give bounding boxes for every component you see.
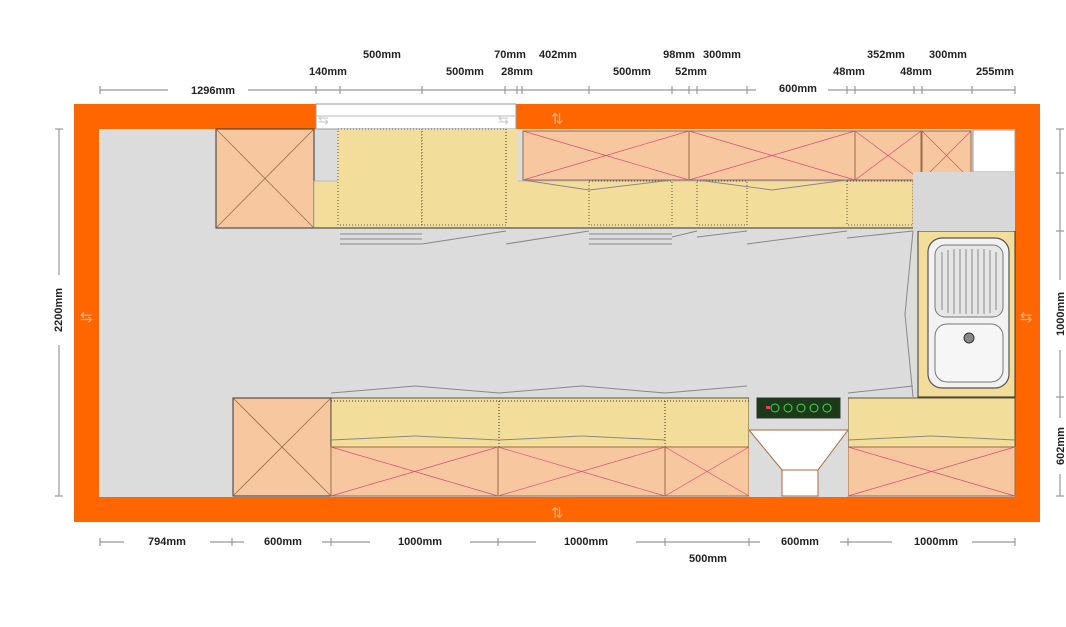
dim-label: 98mm [663,49,695,61]
dim-label: 28mm [501,66,533,78]
window-icon: ⇆ ⇆ [315,103,517,130]
base-cabinet-run-top [313,128,914,229]
dimension-labels-bottom: 794mm 600mm 1000mm 1000mm 600mm 1000mm 5… [148,536,958,565]
door-swing-arrow-icon: ⇆ [80,308,93,326]
dim-label: 300mm [703,49,741,61]
door-swing-lines-top [340,179,914,245]
door-swing-arrow-icon: ⇅ [551,110,564,128]
svg-text:⇆: ⇆ [498,113,509,128]
dimension-label-bg [52,83,1066,549]
dim-label: 1000mm [398,536,442,548]
tall-cabinet [215,128,315,229]
dim-label: 52mm [675,66,707,78]
dim-label: 500mm [613,66,651,78]
base-cabinet-run-bottom [330,397,1016,448]
dim-label: 600mm [264,536,302,548]
dim-label: 600mm [779,83,817,95]
wall-cabinet-bottom [330,446,1016,497]
dim-label: 70mm [494,49,526,61]
filler-panel [913,172,1015,231]
dim-label: 2200mm [53,288,65,332]
dim-label: 794mm [148,536,186,548]
door-swing-arrow-icon: ⇆ [1020,308,1033,326]
dim-label: 1000mm [564,536,608,548]
dim-label: 602mm [1055,427,1066,465]
dim-label: 1000mm [1055,292,1066,336]
dim-label: 500mm [363,49,401,61]
door-swing-lines-bottom [330,385,1016,441]
dim-label: 1000mm [914,536,958,548]
dimension-labels-top: 500mm 70mm 402mm 98mm 300mm 352mm 300mm … [191,49,1014,97]
svg-text:⇆: ⇆ [318,113,329,128]
dim-label: 140mm [309,66,347,78]
tall-cabinet [232,397,332,497]
dim-label: 402mm [539,49,577,61]
window-icon [972,129,1016,173]
dim-label: 300mm [929,49,967,61]
door-swing-arrow-icon: ⇅ [551,504,564,522]
sink-icon [927,237,1010,389]
cooktop-icon [747,396,849,497]
dim-label: 500mm [689,553,727,565]
dim-label: 600mm [781,536,819,548]
dimension-labels-side: 2200mm 1000mm 602mm [53,288,1066,465]
dim-label: 48mm [900,66,932,78]
dim-label: 500mm [446,66,484,78]
wall-cabinet-top [522,130,972,181]
dim-label: 48mm [833,66,865,78]
dim-label: 352mm [867,49,905,61]
dim-label: 1296mm [191,85,235,97]
dim-label: 255mm [976,66,1014,78]
